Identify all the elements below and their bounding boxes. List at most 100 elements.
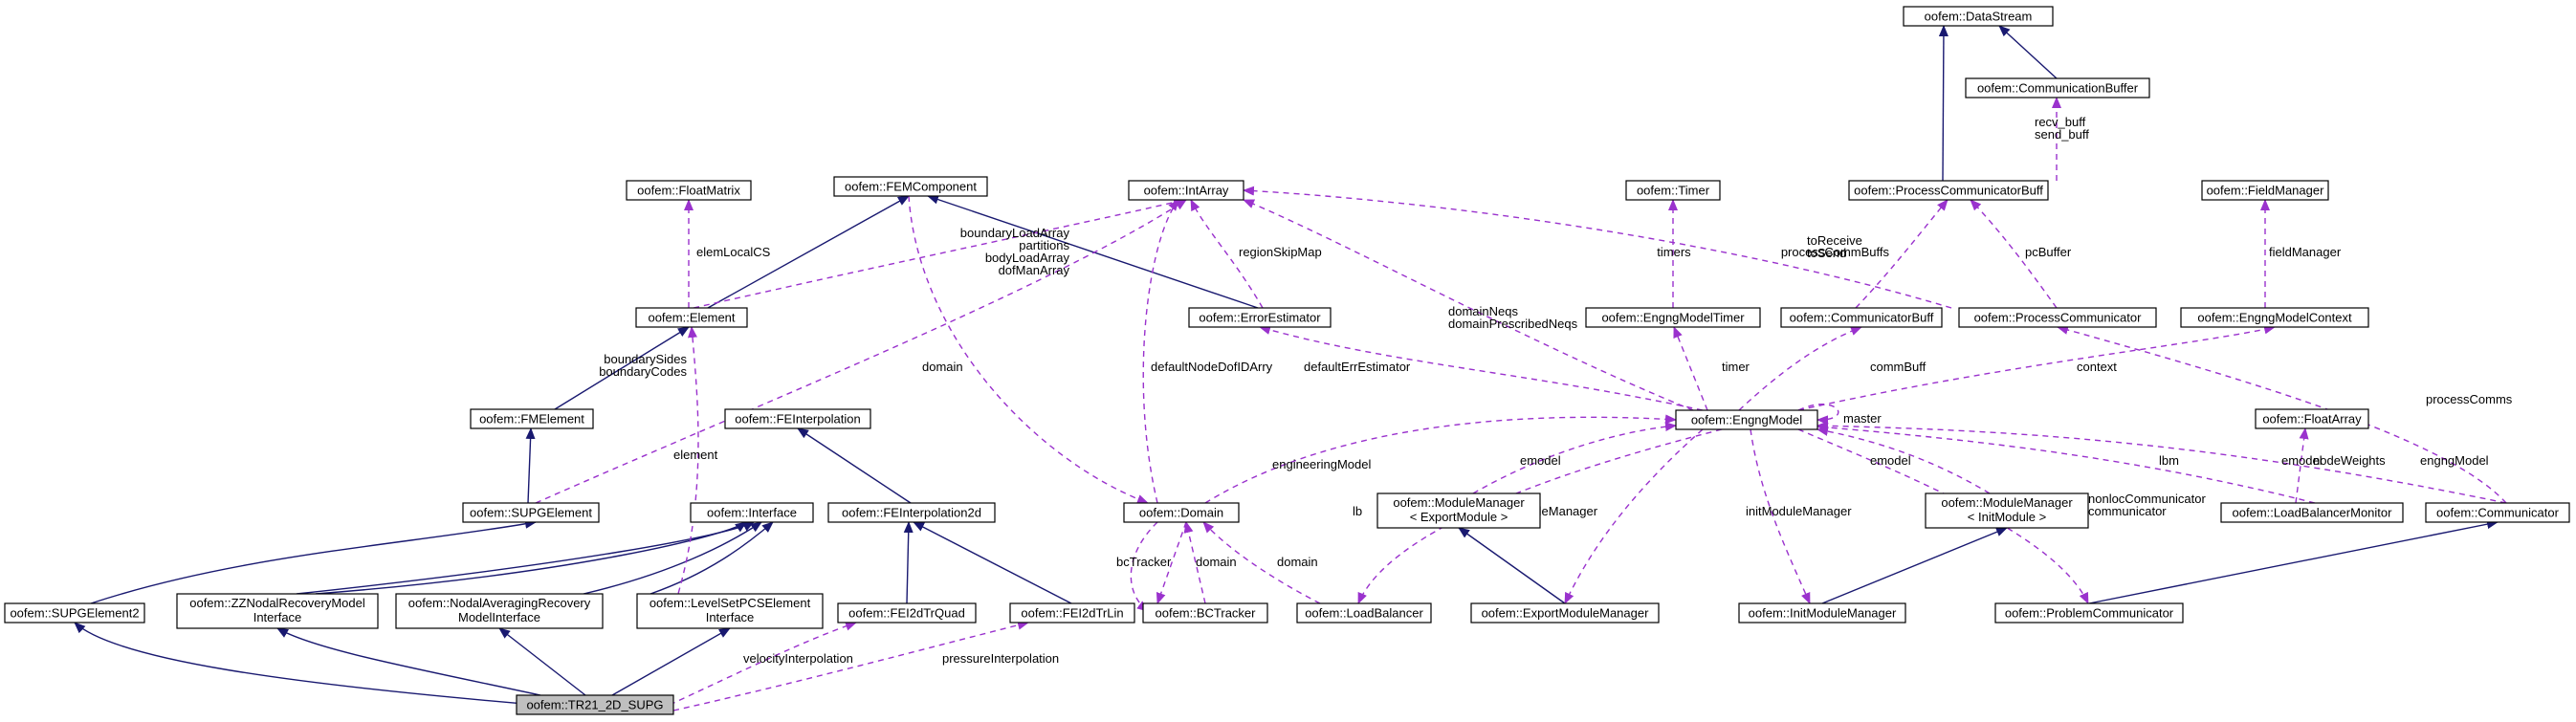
- class-node-label: oofem::Communicator: [2436, 506, 2560, 520]
- class-node-loadbalancer[interactable]: oofem::LoadBalancer: [1296, 602, 1432, 624]
- edge-label: elemLocalCS: [696, 245, 771, 259]
- usage-arrow: [1564, 428, 1704, 604]
- inheritance-arrow: [1998, 25, 2058, 79]
- class-node-label: oofem::ProcessCommunicator: [1974, 311, 2143, 325]
- class-node-label: oofem::FloatArray: [2262, 412, 2362, 427]
- class-node-fmelement[interactable]: oofem::FMElement: [470, 408, 594, 429]
- edge-label: lb: [1353, 504, 1362, 518]
- class-node-fieldmanager[interactable]: oofem::FieldManager: [2201, 180, 2329, 201]
- class-node-feinterpolation[interactable]: oofem::FEInterpolation: [724, 408, 871, 429]
- usage-arrow: [1750, 428, 1811, 604]
- class-node-label: oofem::CommunicatorBuff: [1790, 311, 1934, 325]
- class-node-commbuffer[interactable]: oofem::CommunicationBuffer: [1965, 77, 2150, 98]
- class-node-mmexport[interactable]: oofem::ModuleManager< ExportModule >: [1376, 492, 1541, 529]
- inheritance-arrow: [1938, 25, 1949, 182]
- inheritance-arrow: [90, 518, 537, 604]
- usage-arrow: [2295, 427, 2309, 504]
- class-node-engngmodelcontext[interactable]: oofem::EngngModelContext: [2180, 307, 2369, 328]
- class-node-supgelement[interactable]: oofem::SUPGElement: [462, 502, 600, 523]
- class-node-mminit[interactable]: oofem::ModuleManager< InitModule >: [1925, 492, 2089, 529]
- class-node-label: oofem::EngngModelContext: [2197, 311, 2352, 325]
- edge-label: master: [1843, 411, 1882, 426]
- edge-label: boundaryLoadArray: [960, 226, 1070, 240]
- edge-label: domain: [1277, 555, 1318, 569]
- edge-label: timer: [1722, 360, 1750, 374]
- edge-label: defaultNodeDofIDArry: [1151, 360, 1273, 374]
- class-node-fei2dtrlin[interactable]: oofem::FEI2dTrLin: [1009, 602, 1135, 624]
- class-node-label: oofem::FEMComponent: [845, 180, 977, 194]
- edge-label: boundarySides: [604, 352, 687, 366]
- class-node-label: oofem::LevelSetPCSElement: [650, 596, 811, 610]
- edge-label: emodel: [1870, 453, 1911, 468]
- class-node-feinterpolation2d[interactable]: oofem::FEInterpolation2d: [827, 502, 996, 523]
- edge-label: domainNeqs: [1448, 304, 1518, 318]
- class-node-femcomponent[interactable]: oofem::FEMComponent: [833, 176, 988, 197]
- class-node-label: oofem::FEInterpolation2d: [842, 506, 981, 520]
- edge-label: engineeringModel: [1272, 457, 1371, 471]
- edge-label: bodyLoadArray: [985, 251, 1070, 265]
- class-node-tr21[interactable]: oofem::TR21_2D_SUPG: [516, 694, 674, 715]
- class-node-label: oofem::ModuleManager: [1941, 495, 2073, 510]
- edge-label: toReceive: [1807, 233, 1862, 248]
- class-node-label: oofem::FEInterpolation: [735, 412, 861, 427]
- class-node-errorestimator[interactable]: oofem::ErrorEstimator: [1188, 307, 1332, 328]
- usage-arrow: [1797, 404, 1839, 426]
- class-node-nodalavg[interactable]: oofem::NodalAveragingRecoveryModelInterf…: [395, 593, 604, 629]
- inheritance-arrow: [797, 427, 912, 504]
- usage-arrow: [1204, 414, 1677, 504]
- class-node-label: oofem::InitModuleManager: [1749, 606, 1897, 621]
- usage-arrow: [672, 620, 1029, 711]
- class-node-element[interactable]: oofem::Element: [635, 307, 748, 328]
- class-node-label: oofem::CommunicationBuffer: [1977, 81, 2139, 96]
- inheritance-arrow: [903, 521, 914, 604]
- class-node-label: oofem::ProcessCommunicatorBuff: [1854, 184, 2043, 198]
- usage-arrow: [1797, 324, 2276, 411]
- class-node-label: oofem::Interface: [707, 506, 797, 520]
- class-node-label: oofem::LoadBalancerMonitor: [2233, 506, 2393, 520]
- class-node-datastream[interactable]: oofem::DataStream: [1903, 6, 2054, 27]
- class-node-bctracker[interactable]: oofem::BCTracker: [1142, 602, 1268, 624]
- usage-arrow: [1142, 199, 1179, 504]
- class-node-label: oofem::FEI2dTrLin: [1021, 606, 1123, 621]
- inheritance-arrow: [2088, 519, 2499, 604]
- class-node-intarray[interactable]: oofem::IntArray: [1128, 180, 1244, 201]
- class-node-label: < ExportModule >: [1410, 510, 1508, 524]
- class-node-label: oofem::FloatMatrix: [637, 184, 740, 198]
- class-node-domain[interactable]: oofem::Domain: [1123, 502, 1240, 523]
- class-node-label: oofem::DataStream: [1925, 10, 2033, 24]
- class-node-engngmodeltimer[interactable]: oofem::EngngModelTimer: [1585, 307, 1761, 328]
- class-node-label: oofem::ErrorEstimator: [1199, 311, 1321, 325]
- class-node-label: oofem::ExportModuleManager: [1482, 606, 1650, 621]
- inheritance-arrow: [583, 521, 762, 595]
- class-node-initmm[interactable]: oofem::InitModuleManager: [1738, 602, 1906, 624]
- class-node-communicatorbuff[interactable]: oofem::CommunicatorBuff: [1780, 307, 1943, 328]
- class-node-label: oofem::EngngModelTimer: [1601, 311, 1745, 325]
- usage-arrow: [1816, 427, 1991, 494]
- class-node-pcommbuff[interactable]: oofem::ProcessCommunicatorBuff: [1848, 180, 2049, 201]
- class-node-label: oofem::Element: [648, 311, 735, 325]
- class-node-label: oofem::FEI2dTrQuad: [848, 606, 965, 621]
- class-node-supgelement2[interactable]: oofem::SUPGElement2: [4, 602, 145, 624]
- edge-label: pressureInterpolation: [942, 651, 1059, 666]
- class-node-communicator[interactable]: oofem::Communicator: [2425, 502, 2570, 523]
- class-node-loadbalancermonitor[interactable]: oofem::LoadBalancerMonitor: [2220, 502, 2404, 523]
- usage-arrow: [1816, 421, 2507, 504]
- class-node-timer[interactable]: oofem::Timer: [1625, 180, 1721, 201]
- usage-arrow: [1673, 326, 1708, 411]
- class-node-label: oofem::NodalAveragingRecovery: [408, 596, 591, 610]
- edge-label: velocityInterpolation: [743, 651, 853, 666]
- class-node-engngmodel[interactable]: oofem::EngngModel: [1675, 409, 1818, 430]
- class-node-exportmm[interactable]: oofem::ExportModuleManager: [1470, 602, 1660, 624]
- class-node-interface[interactable]: oofem::Interface: [690, 502, 814, 523]
- class-node-label: oofem::ZZNodalRecoveryModel: [189, 596, 365, 610]
- class-node-problemcomm[interactable]: oofem::ProblemCommunicator: [1994, 602, 2184, 624]
- class-node-floatmatrix[interactable]: oofem::FloatMatrix: [626, 180, 752, 201]
- class-node-processcommunicator[interactable]: oofem::ProcessCommunicator: [1958, 307, 2157, 328]
- class-node-fei2dtrquad[interactable]: oofem::FEI2dTrQuad: [837, 602, 977, 624]
- usage-arrow: [1202, 521, 1321, 604]
- usage-arrow: [1183, 521, 1206, 604]
- class-node-floatarray[interactable]: oofem::FloatArray: [2255, 408, 2369, 429]
- usage-arrow: [674, 326, 699, 604]
